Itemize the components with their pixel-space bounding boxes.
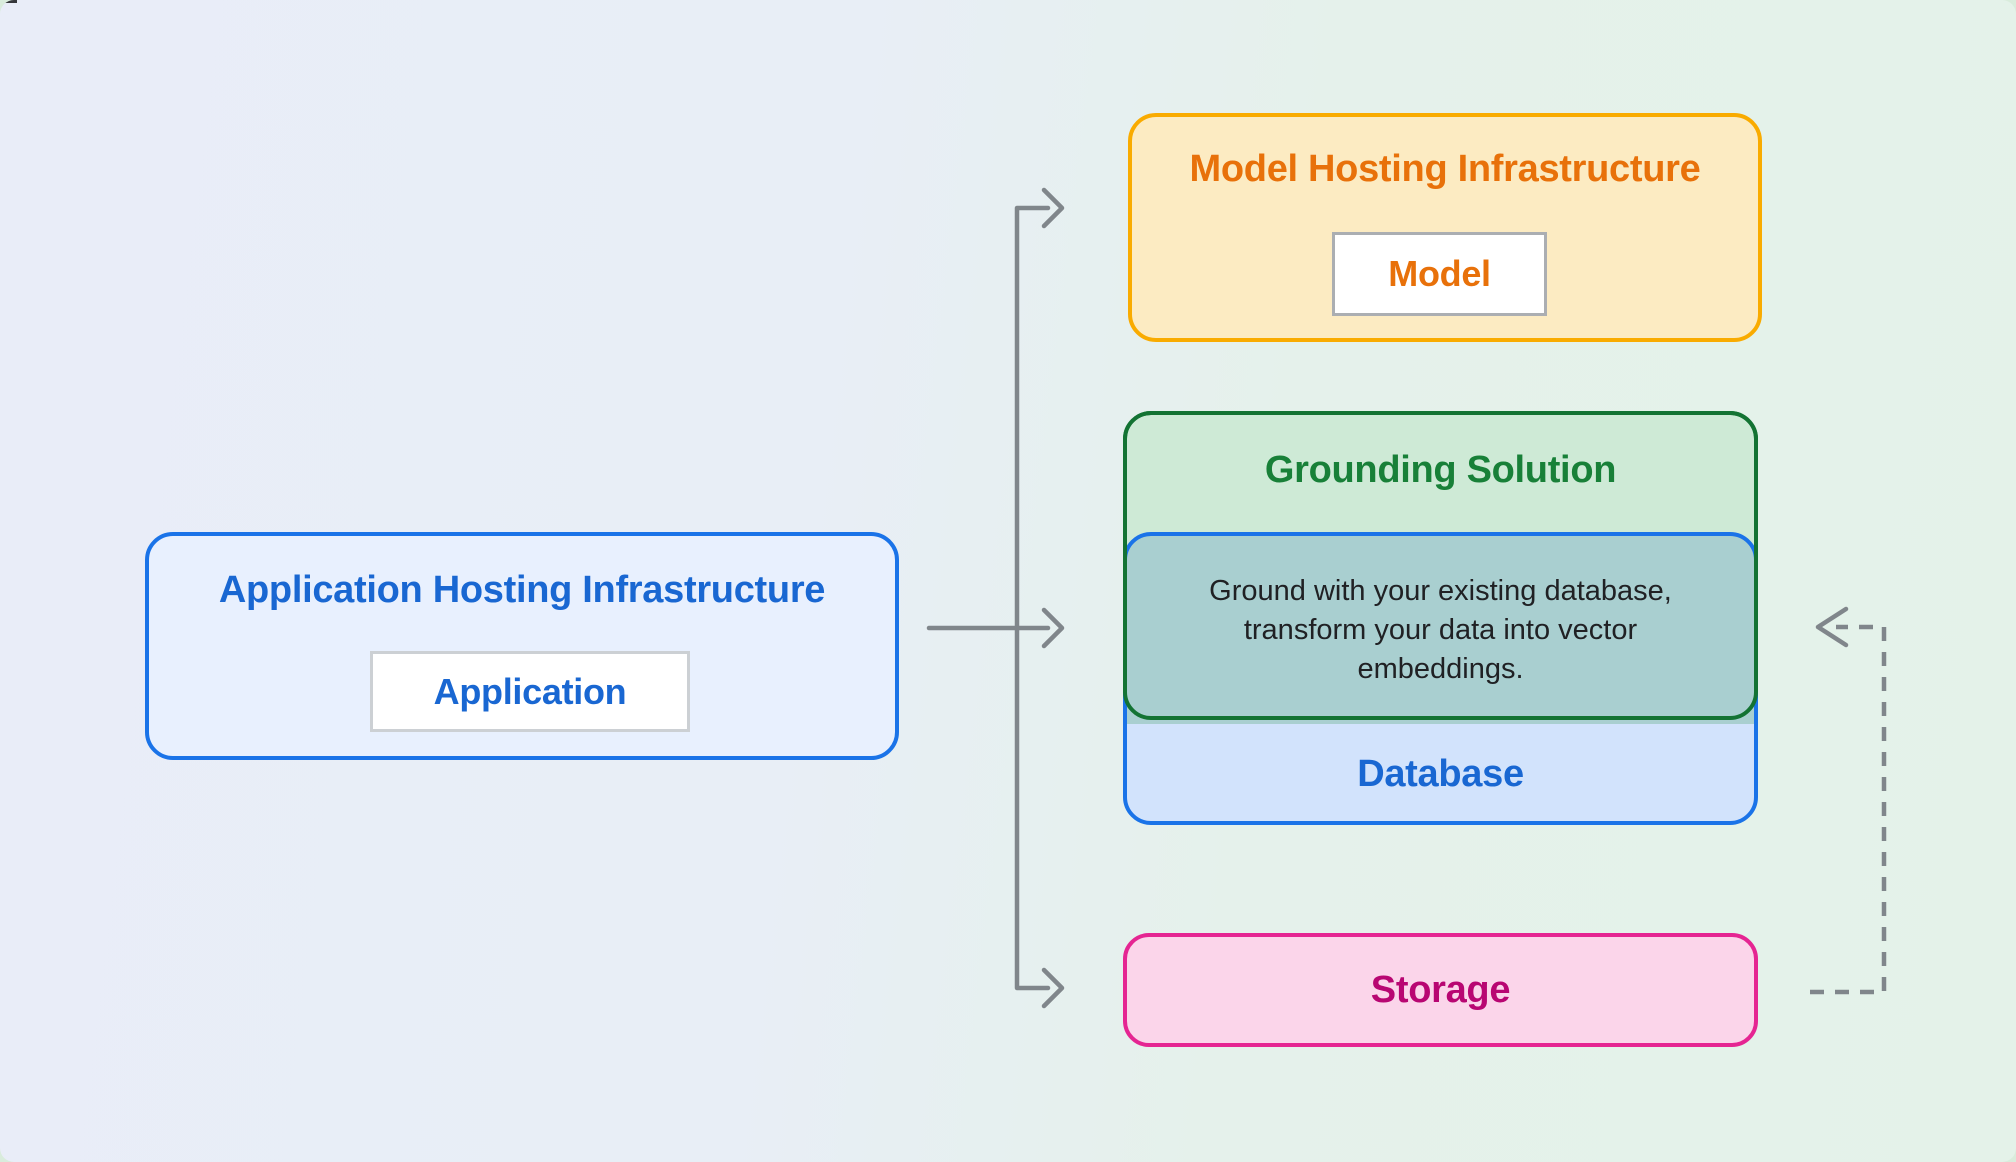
arrowhead-to-storage-icon xyxy=(1041,967,1065,1009)
model-chip-label: Model xyxy=(1388,253,1491,294)
solid-branch-line xyxy=(1014,205,1051,991)
dashed-arrowhead-left-icon xyxy=(1815,606,1849,648)
grounding-solution-title: Grounding Solution xyxy=(1264,449,1617,491)
application-hosting-title: Application Hosting Infrastructure xyxy=(218,569,826,611)
arrowhead-to-grounding-icon xyxy=(1041,607,1065,649)
storage-label: Storage xyxy=(1370,968,1511,1011)
arrowhead-to-model-icon xyxy=(1041,187,1065,229)
database-label: Database xyxy=(1357,753,1524,795)
storage-to-grounding-dashed-line xyxy=(1810,624,1887,995)
model-chip: Model xyxy=(1332,232,1547,316)
corner-artifact xyxy=(0,0,17,3)
storage-box: Storage xyxy=(1123,933,1758,1047)
model-hosting-title: Model Hosting Infrastructure xyxy=(1189,148,1701,190)
database-box: Ground with your existing database, tran… xyxy=(1123,532,1758,825)
application-hosting-box: Application Hosting Infrastructure Appli… xyxy=(145,532,899,760)
model-hosting-box: Model Hosting Infrastructure Model xyxy=(1128,113,1762,342)
application-chip-label: Application xyxy=(433,670,627,712)
grounding-description: Ground with your existing database, tran… xyxy=(1209,574,1672,685)
application-chip: Application xyxy=(370,651,690,732)
